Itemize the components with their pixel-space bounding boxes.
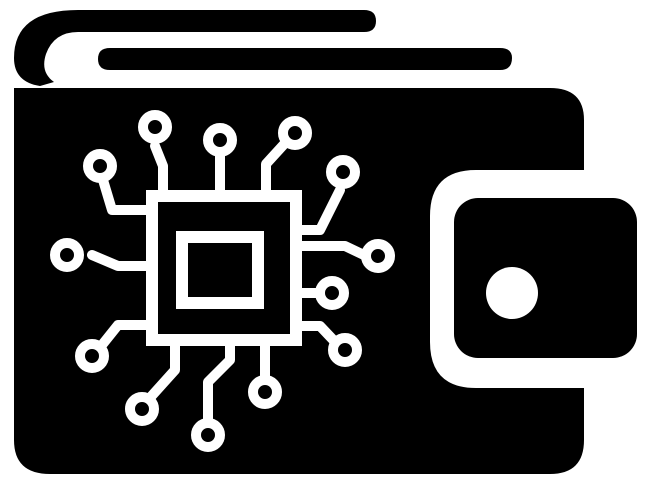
node-bottom-3 [248, 375, 282, 409]
wallet-top-band [14, 10, 376, 86]
node-top-2 [203, 123, 237, 157]
node-left [50, 238, 84, 272]
trace-left [87, 250, 157, 271]
trace-lower-left [93, 320, 157, 355]
wallet-clasp-button [486, 267, 538, 319]
node-bottom-2 [191, 418, 225, 452]
trace-bottom-1 [143, 335, 180, 405]
node-upper-left [83, 149, 117, 183]
node-right-1 [361, 239, 395, 273]
node-top-3 [278, 116, 312, 150]
wallet-inner-strap [98, 48, 512, 70]
circuit-nodes [50, 110, 395, 452]
trace-upper-right [291, 185, 345, 235]
trace-upper-left [98, 175, 157, 215]
node-lower-left [75, 339, 109, 373]
trace-right-3 [291, 321, 343, 350]
node-right-2 [315, 276, 349, 310]
node-bottom-1 [125, 392, 159, 426]
trace-top-3 [261, 136, 292, 201]
node-right-3 [328, 333, 362, 367]
wallet-clasp [454, 198, 637, 358]
trace-right-1 [291, 241, 371, 261]
trace-bottom-2 [203, 335, 235, 430]
trace-top-1 [150, 141, 168, 201]
node-top-1 [138, 110, 172, 144]
node-upper-right [326, 155, 360, 189]
chip-core [176, 231, 264, 309]
